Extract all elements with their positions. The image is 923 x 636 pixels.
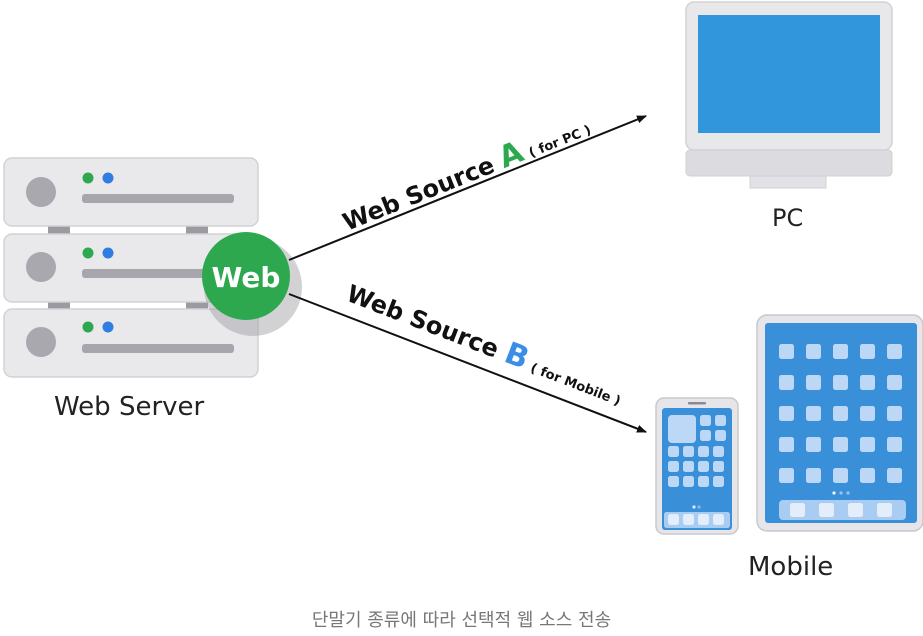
phone-dock-icon — [698, 514, 709, 525]
tablet-app-icon — [779, 406, 794, 421]
tablet-app-icon — [779, 375, 794, 390]
phone-app-icon — [698, 476, 709, 487]
server-unit-2 — [3, 233, 259, 303]
tablet-dock-icon — [877, 503, 892, 517]
phone-app-icon — [668, 461, 679, 472]
source-a-text: Web Source — [339, 148, 506, 237]
phone-app-icon — [713, 476, 724, 487]
phone-app-icon — [683, 461, 694, 472]
tablet-app-icon — [806, 468, 821, 483]
phone-dock-icon — [668, 514, 679, 525]
source-b-label: Web Source B( for Mobile ) — [342, 275, 628, 413]
tablet-app-icon — [779, 468, 794, 483]
phone-page-dot — [697, 505, 701, 509]
web-server-icon: Web — [3, 157, 302, 378]
tablet-app-icon — [860, 375, 875, 390]
tablet-app-icon — [860, 437, 875, 452]
arrow-to-pc — [288, 115, 647, 261]
phone-app-icon — [683, 476, 694, 487]
server-unit-3 — [3, 308, 259, 378]
tablet-app-icon — [860, 468, 875, 483]
tablet-icon — [756, 314, 923, 532]
tablet-app-icon — [887, 406, 902, 421]
tablet-dock-icon — [790, 503, 805, 517]
tablet-page-dot — [846, 491, 850, 495]
tablet-app-icon — [806, 406, 821, 421]
phone-app-icon — [715, 415, 726, 426]
tablet-app-icon — [887, 437, 902, 452]
phone-app-icon — [698, 446, 709, 457]
tablet-app-icon — [833, 468, 848, 483]
phone-app-icon — [713, 446, 724, 457]
phone-dock-icon — [683, 514, 694, 525]
tablet-app-icon — [833, 406, 848, 421]
web-server-label: Web Server — [54, 392, 205, 422]
diagram-caption: 단말기 종류에 따라 선택적 웹 소스 전송 — [311, 610, 612, 631]
phone-app-icon — [715, 430, 726, 441]
tablet-page-dot — [839, 491, 843, 495]
tablet-page-dot — [832, 491, 836, 495]
tablet-app-icon — [806, 437, 821, 452]
phone-dock-icon — [713, 514, 724, 525]
tablet-app-icon — [833, 344, 848, 359]
tablet-app-icon — [779, 344, 794, 359]
phone-app-icon — [700, 415, 711, 426]
source-b-note: ( for Mobile ) — [528, 361, 622, 409]
source-b-text: Web Source — [343, 279, 511, 366]
tablet-app-icon — [860, 406, 875, 421]
web-badge: Web — [202, 232, 302, 336]
server-unit-1 — [3, 157, 259, 227]
tablet-dock-icon — [819, 503, 834, 517]
mobile-label: Mobile — [748, 552, 834, 582]
tablet-app-icon — [887, 468, 902, 483]
phone-app-icon — [683, 446, 694, 457]
phone-page-dot — [692, 505, 696, 509]
pc-label: PC — [772, 204, 804, 232]
tablet-app-icon — [887, 344, 902, 359]
phone-app-icon — [700, 430, 711, 441]
web-badge-label: Web — [212, 261, 281, 294]
tablet-app-icon — [887, 375, 902, 390]
phone-app-icon — [713, 461, 724, 472]
tablet-app-icon — [779, 437, 794, 452]
arrow-to-mobile — [288, 293, 647, 433]
tablet-app-icon — [860, 344, 875, 359]
pc-monitor-icon — [685, 1, 893, 189]
phone-app-icon — [668, 446, 679, 457]
phone-app-icon — [698, 461, 709, 472]
source-a-label: Web Source A( for PC ) — [337, 108, 595, 238]
tablet-app-icon — [806, 344, 821, 359]
tablet-app-icon — [833, 437, 848, 452]
tablet-app-icon — [806, 375, 821, 390]
tablet-dock-icon — [848, 503, 863, 517]
phone-app-icon — [668, 476, 679, 487]
tablet-app-icon — [833, 375, 848, 390]
smartphone-icon — [655, 397, 739, 535]
